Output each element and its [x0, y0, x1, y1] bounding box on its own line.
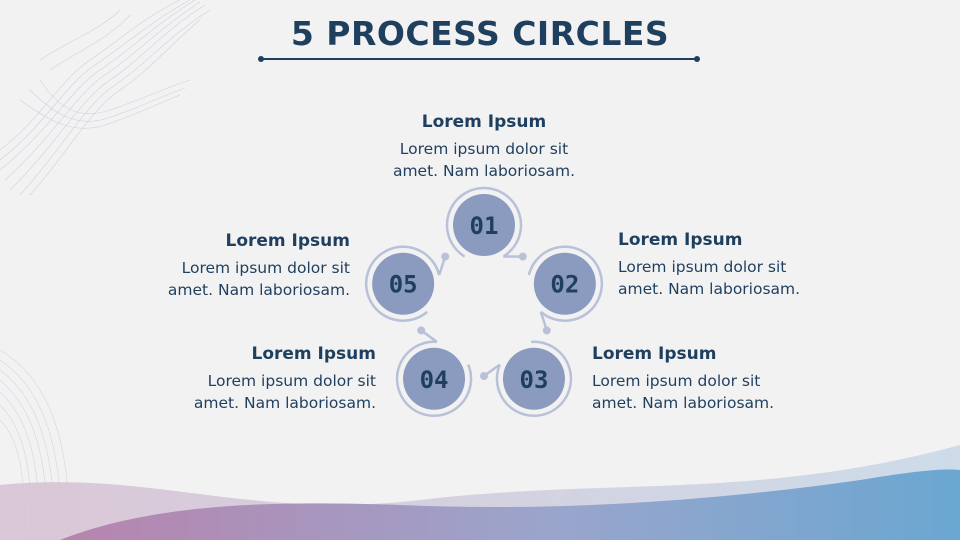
step-4-heading: Lorem Ipsum	[251, 344, 377, 364]
step-4-circle	[403, 347, 466, 410]
step-2-heading: Lorem Ipsum	[618, 230, 743, 250]
step-1-ring	[445, 186, 523, 258]
step-4-ring	[395, 340, 473, 417]
step-5-circle	[372, 252, 435, 315]
step-3-number: 03	[520, 366, 549, 394]
step-1-circle	[453, 194, 515, 256]
step-4-text: Lorem Ipsum Lorem ipsum dolor sit amet. …	[146, 344, 376, 414]
step-4-number: 04	[420, 366, 449, 394]
step-3-ring	[495, 340, 573, 417]
step-2-line1: Lorem ipsum dolor sit	[618, 258, 787, 276]
step-2-text: Lorem Ipsum Lorem ipsum dolor sit amet. …	[618, 230, 848, 300]
step-3-heading: Lorem Ipsum	[592, 344, 717, 364]
step-1-line1: Lorem ipsum dolor sit	[399, 140, 569, 158]
connector-dot-1	[518, 252, 527, 261]
step-5-number: 05	[389, 271, 418, 299]
connector-dot-4	[417, 326, 426, 335]
step-3-circle	[502, 347, 565, 410]
connector-dot-5	[441, 252, 450, 261]
step-5-line2: amet. Nam laboriosam.	[167, 281, 350, 299]
step-4-line2: amet. Nam laboriosam.	[193, 394, 376, 412]
step-3-line1: Lorem ipsum dolor sit	[592, 372, 761, 390]
step-5-ring	[364, 245, 441, 322]
underline-dot-left	[258, 56, 264, 62]
step-3-text: Lorem Ipsum Lorem ipsum dolor sit amet. …	[592, 344, 822, 414]
mesh-top-left	[0, 0, 211, 196]
step-5-line1: Lorem ipsum dolor sit	[181, 259, 350, 277]
step-1-heading: Lorem Ipsum	[421, 112, 547, 132]
step-4-line1: Lorem ipsum dolor sit	[207, 372, 376, 390]
connector-dot-2	[542, 326, 551, 335]
underline-dot-right	[694, 56, 700, 62]
step-2-ring	[527, 245, 604, 322]
step-5-text: Lorem Ipsum Lorem ipsum dolor sit amet. …	[120, 231, 350, 301]
wave-front	[60, 469, 960, 540]
step-1-number: 01	[470, 212, 499, 240]
step-1-text: Lorem Ipsum Lorem ipsum dolor sit amet. …	[334, 112, 634, 182]
step-2-line2: amet. Nam laboriosam.	[618, 280, 801, 298]
page-title: 5 PROCESS CIRCLES	[290, 14, 670, 53]
step-2-number: 02	[550, 271, 579, 299]
title-underline	[258, 56, 700, 62]
step-1-line2: amet. Nam laboriosam.	[392, 162, 576, 180]
step-2-circle	[533, 252, 596, 315]
connector-dot-3	[480, 372, 488, 381]
step-5-heading: Lorem Ipsum	[225, 231, 351, 251]
step-3-line2: amet. Nam laboriosam.	[592, 394, 775, 412]
